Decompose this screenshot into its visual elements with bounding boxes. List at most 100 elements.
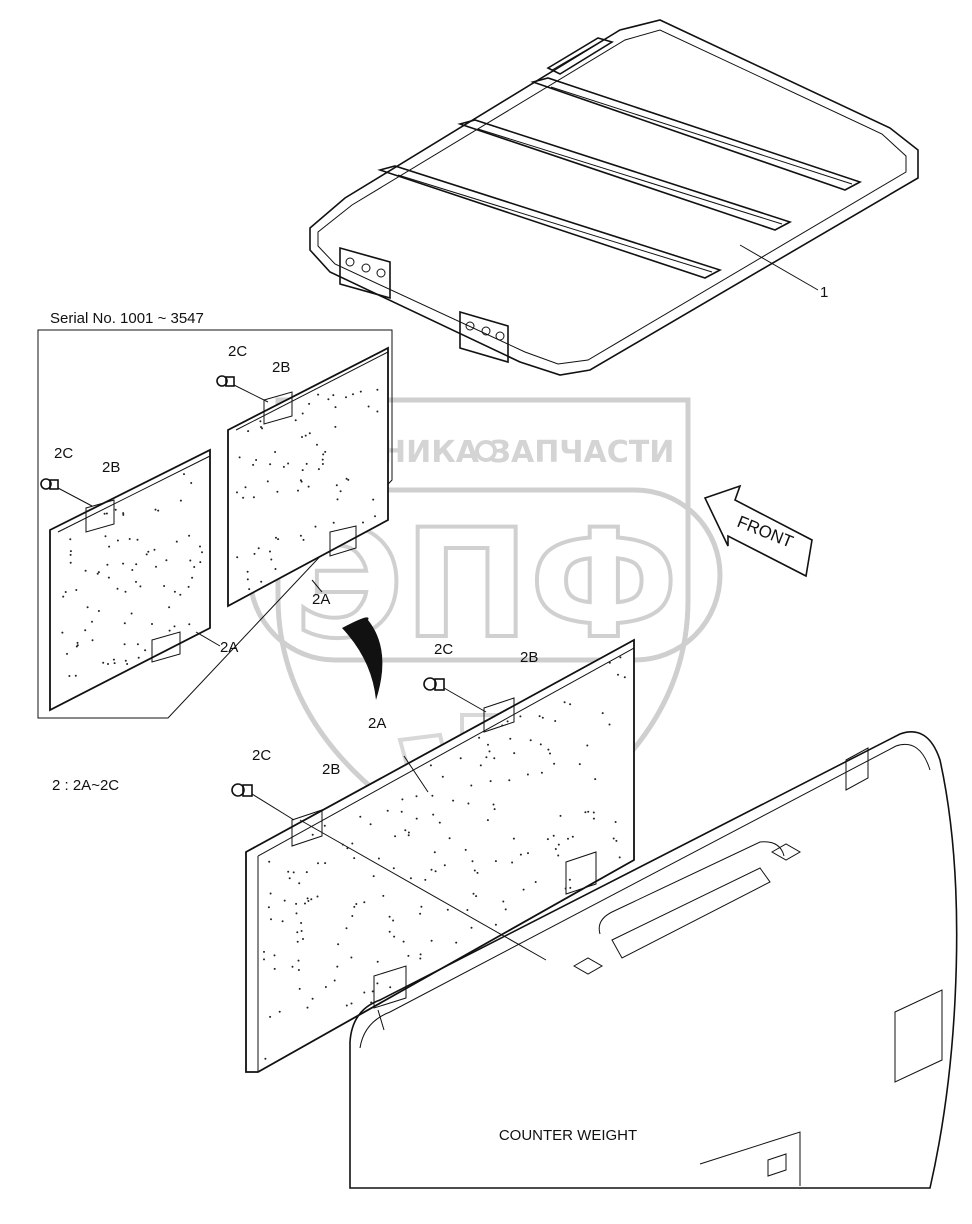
foam-speckle xyxy=(466,909,469,911)
foam-speckle xyxy=(522,888,525,891)
foam-speckle xyxy=(199,561,202,564)
foam-speckle xyxy=(301,412,304,415)
foam-speckle xyxy=(614,821,617,823)
foam-speckle xyxy=(257,547,260,550)
foam-speckle xyxy=(296,940,299,943)
foam-speckle xyxy=(345,1004,348,1007)
foam-speckle xyxy=(299,479,302,482)
foam-speckle xyxy=(322,453,325,456)
foam-speckle xyxy=(419,957,422,960)
foam-speckle xyxy=(69,553,72,556)
foam-speckle xyxy=(407,954,410,957)
foam-speckle xyxy=(372,875,375,878)
foam-speckle xyxy=(259,420,262,423)
hood-cover: 1 xyxy=(309,19,919,376)
foam-speckle xyxy=(475,895,478,898)
foam-speckle xyxy=(494,923,497,926)
foam-speckle xyxy=(443,864,446,867)
foam-speckle xyxy=(62,595,65,598)
foam-speckle xyxy=(594,778,597,781)
serial-note: Serial No. 1001 ~ 3547 xyxy=(50,310,204,327)
watermark-right-word: ЗАПЧАСТИ xyxy=(490,435,675,470)
foam-speckle xyxy=(519,715,522,718)
foam-speckle xyxy=(430,868,433,871)
foam-speckle xyxy=(252,463,255,466)
foam-speckle xyxy=(479,764,482,767)
foam-speckle xyxy=(350,1002,353,1005)
foam-speckle xyxy=(346,847,349,850)
foam-speckle xyxy=(374,515,376,518)
foam-speckle xyxy=(154,508,157,511)
foam-speckle xyxy=(317,393,320,396)
foam-speckle xyxy=(371,990,374,993)
foam-speckle xyxy=(246,570,249,573)
foam-speckle xyxy=(492,803,495,806)
foam-speckle xyxy=(242,496,245,499)
foam-speckle xyxy=(317,468,320,471)
foam-speckle xyxy=(311,997,314,1000)
foam-speckle xyxy=(270,918,272,921)
foam-speckle xyxy=(568,878,571,881)
foam-speckle xyxy=(489,780,492,783)
foam-speckle xyxy=(296,931,299,934)
foam-speckle xyxy=(420,905,423,908)
foam-speckle xyxy=(130,612,133,615)
foam-speckle xyxy=(506,720,509,723)
foam-speckle xyxy=(74,674,77,677)
foam-speckle xyxy=(122,513,125,516)
foam-speckle xyxy=(189,559,192,562)
foam-speckle xyxy=(553,762,556,765)
foam-speckle xyxy=(122,562,125,565)
foam-speckle xyxy=(260,580,263,583)
foam-speckle xyxy=(269,892,272,895)
foam-speckle xyxy=(64,591,67,593)
foam-speckle xyxy=(310,898,313,901)
foam-speckle xyxy=(308,432,311,435)
foam-speckle xyxy=(509,737,512,740)
foam-speckle xyxy=(236,556,239,559)
foam-speckle xyxy=(592,817,595,820)
foam-speckle xyxy=(571,835,574,838)
foam-speckle xyxy=(352,393,354,396)
foam-speckle xyxy=(277,538,280,541)
foam-speckle xyxy=(69,561,72,564)
foam-speckle xyxy=(268,860,271,863)
foam-speckle xyxy=(137,656,140,659)
foam-speckle xyxy=(601,712,604,715)
foam-speckle xyxy=(97,571,100,574)
callout-part-1: 1 xyxy=(820,284,828,301)
foam-speckle xyxy=(260,426,262,428)
main-callout-2a: 2A xyxy=(368,715,386,732)
foam-speckle xyxy=(91,639,94,642)
foam-speckle xyxy=(386,809,389,812)
foam-speckle xyxy=(295,912,298,915)
foam-speckle xyxy=(236,491,238,494)
foam-speckle xyxy=(419,953,422,956)
foam-speckle xyxy=(305,462,308,465)
foam-speckle xyxy=(336,498,339,501)
inset-bolt-b-icon xyxy=(40,478,59,490)
foam-speckle xyxy=(123,643,126,646)
foam-speckle xyxy=(316,443,318,446)
foam-speckle xyxy=(448,837,451,840)
foam-speckle xyxy=(324,450,327,453)
inset-callout-2a-b: 2A xyxy=(220,639,238,656)
foam-speckle xyxy=(362,521,364,524)
foam-speckle xyxy=(269,550,271,553)
foam-speckle xyxy=(297,489,299,492)
foam-speckle xyxy=(106,563,109,566)
foam-speckle xyxy=(446,908,449,911)
foam-speckle xyxy=(586,744,589,747)
foam-speckle xyxy=(103,512,106,515)
foam-speckle xyxy=(472,892,475,895)
foam-speckle xyxy=(569,886,572,889)
foam-speckle xyxy=(163,585,166,587)
foam-speckle xyxy=(145,553,148,556)
foam-speckle xyxy=(299,534,302,537)
foam-speckle xyxy=(179,593,182,596)
foam-speckle xyxy=(97,610,100,612)
foam-speckle xyxy=(274,568,277,570)
foam-speckle xyxy=(238,456,241,459)
foam-speckle xyxy=(552,834,555,837)
foam-speckle xyxy=(190,482,193,484)
